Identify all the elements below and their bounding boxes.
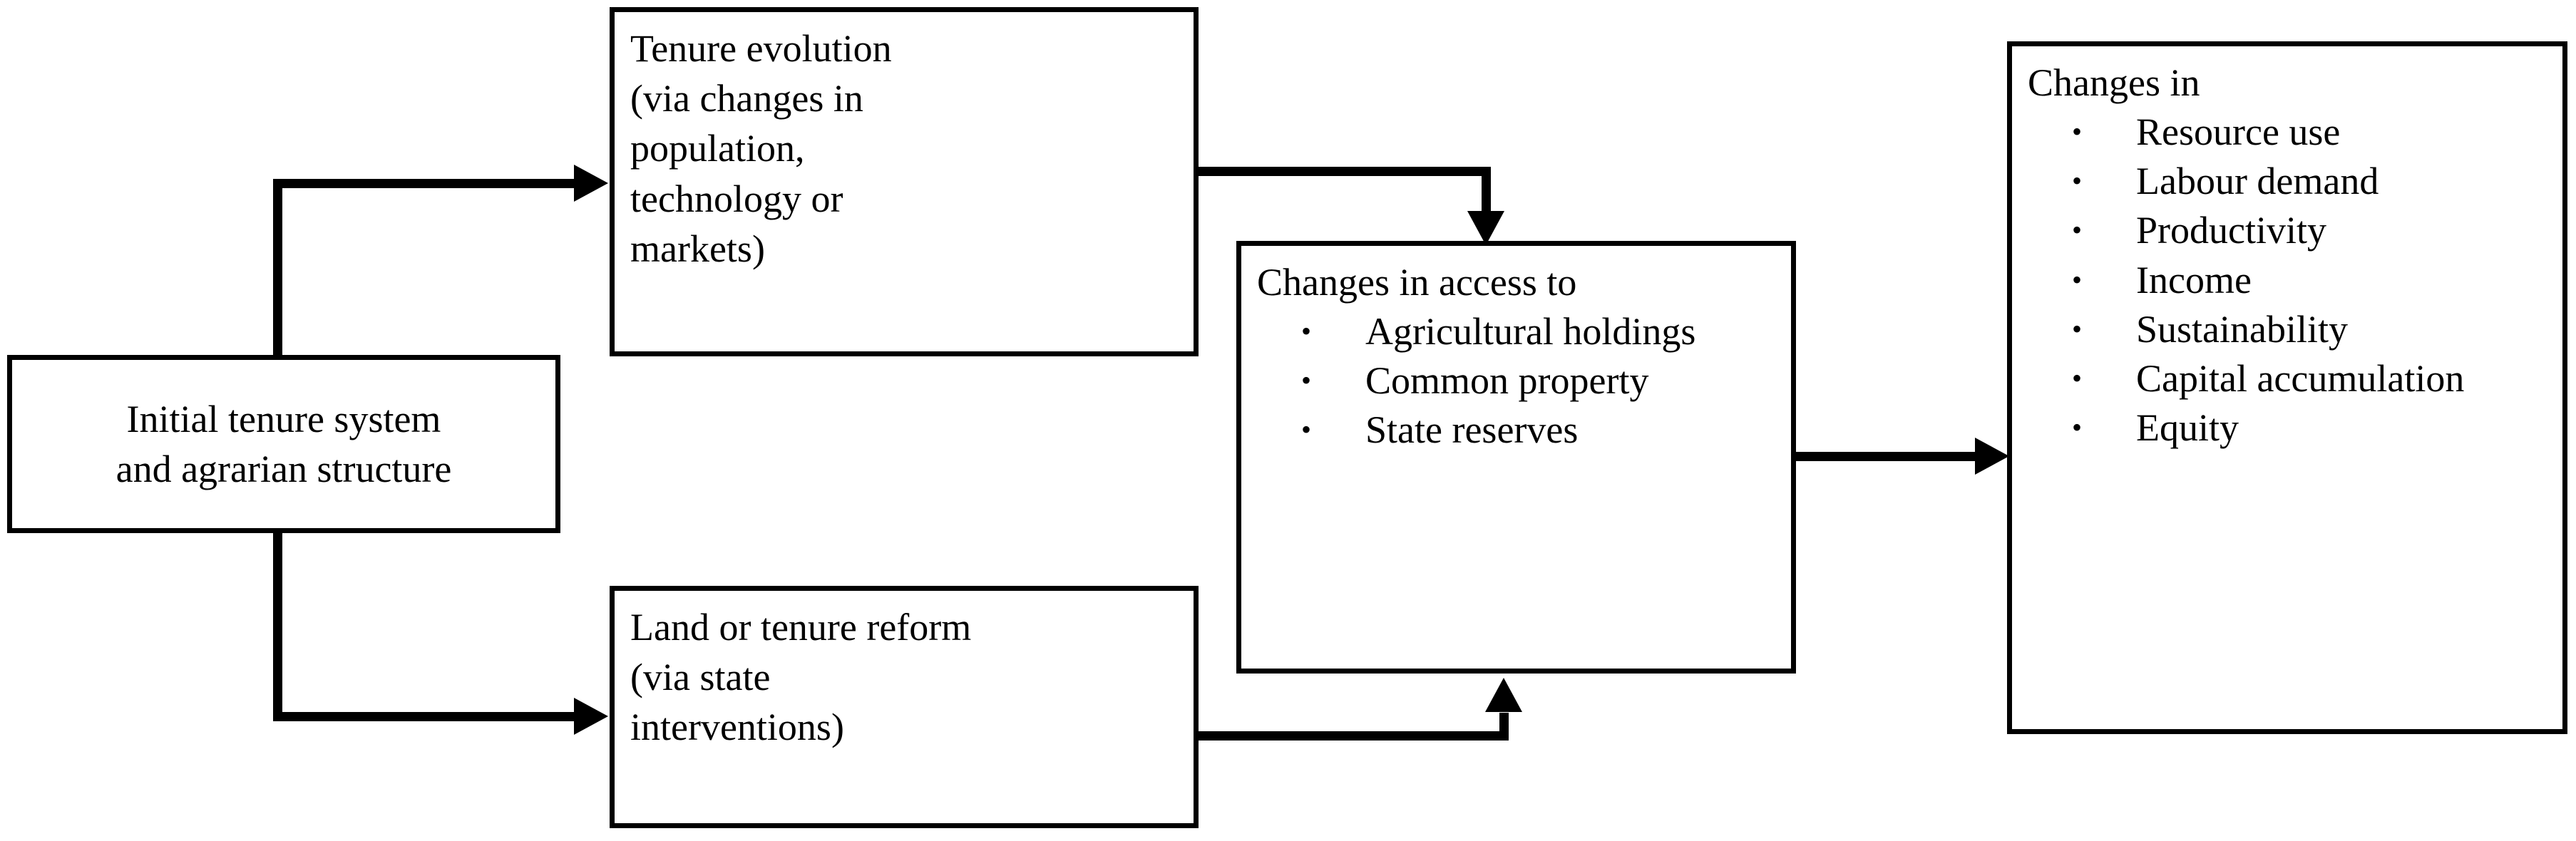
arrowhead-into-access-top — [1467, 211, 1504, 245]
box-tenure-evolution: Tenure evolution (via changes in populat… — [610, 7, 1199, 356]
list-item: • State reserves — [1257, 406, 1775, 455]
list-item: • Productivity — [2028, 206, 2547, 255]
bullet-label: Income — [2136, 258, 2252, 301]
bullet-label: Resource use — [2136, 110, 2341, 154]
bullet-icon: • — [2072, 361, 2083, 394]
list-item: • Capital accumulation — [2028, 354, 2547, 403]
connector-access-to-outcomes — [1793, 452, 1996, 461]
bullet-label: Common property — [1365, 359, 1649, 403]
list-item: • Resource use — [2028, 108, 2547, 157]
list-item: • Sustainability — [2028, 305, 2547, 354]
bullet-icon: • — [1301, 315, 1312, 348]
changes-in-access-heading: Changes in access to — [1257, 261, 1577, 304]
arrowhead-into-access-bottom — [1485, 678, 1522, 712]
tenure-evolution-text: Tenure evolution (via changes in populat… — [630, 27, 892, 270]
list-item: • Equity — [2028, 403, 2547, 453]
bullet-icon: • — [1301, 413, 1312, 446]
connector-initial-to-tenure-horizontal — [273, 179, 576, 188]
box-changes-in-outcomes: Changes in • Resource use • Labour deman… — [2007, 41, 2567, 734]
box-initial-tenure-system: Initial tenure system and agrarian struc… — [7, 355, 560, 533]
list-item: • Income — [2028, 256, 2547, 305]
initial-tenure-system-text: Initial tenure system and agrarian struc… — [116, 397, 452, 490]
bullet-label: Sustainability — [2136, 307, 2348, 351]
bullet-label: Equity — [2136, 406, 2239, 449]
land-or-tenure-reform-text: Land or tenure reform (via state interve… — [630, 606, 972, 749]
changes-in-outcomes-heading: Changes in — [2028, 61, 2200, 104]
bullet-icon: • — [2072, 214, 2083, 247]
arrowhead-into-land-reform — [574, 698, 608, 735]
list-item: • Labour demand — [2028, 157, 2547, 206]
bullet-label: State reserves — [1365, 408, 1579, 452]
connector-initial-to-tenure-vertical — [273, 183, 282, 358]
bullet-icon: • — [1301, 364, 1312, 397]
arrowhead-into-tenure-evolution — [574, 165, 608, 202]
bullet-label: Agricultural holdings — [1365, 310, 1696, 354]
bullet-icon: • — [2072, 165, 2083, 197]
connector-initial-to-reform-horizontal — [273, 712, 576, 721]
connector-reform-to-access-horizontal — [1196, 731, 1509, 741]
bullet-label: Capital accumulation — [2136, 356, 2465, 400]
connector-tenure-to-access-horizontal — [1196, 167, 1491, 176]
bullet-icon: • — [2072, 411, 2083, 443]
bullet-icon: • — [2072, 312, 2083, 345]
changes-in-access-bullet-list: • Agricultural holdings • Common propert… — [1257, 307, 1775, 455]
box-land-or-tenure-reform: Land or tenure reform (via state interve… — [610, 586, 1199, 828]
box-changes-in-access-to: Changes in access to • Agricultural hold… — [1236, 241, 1796, 674]
bullet-icon: • — [2072, 115, 2083, 148]
bullet-icon: • — [2072, 263, 2083, 296]
arrowhead-into-outcomes — [1975, 438, 2009, 475]
changes-in-outcomes-bullet-list: • Resource use • Labour demand • Product… — [2028, 108, 2547, 453]
bullet-label: Productivity — [2136, 209, 2326, 252]
connector-initial-to-reform-vertical — [273, 530, 282, 721]
list-item: • Agricultural holdings — [1257, 307, 1775, 356]
connector-reform-to-access-vertical — [1499, 713, 1509, 741]
bullet-label: Labour demand — [2136, 160, 2379, 203]
connector-tenure-to-access-vertical — [1482, 167, 1491, 217]
list-item: • Common property — [1257, 356, 1775, 406]
